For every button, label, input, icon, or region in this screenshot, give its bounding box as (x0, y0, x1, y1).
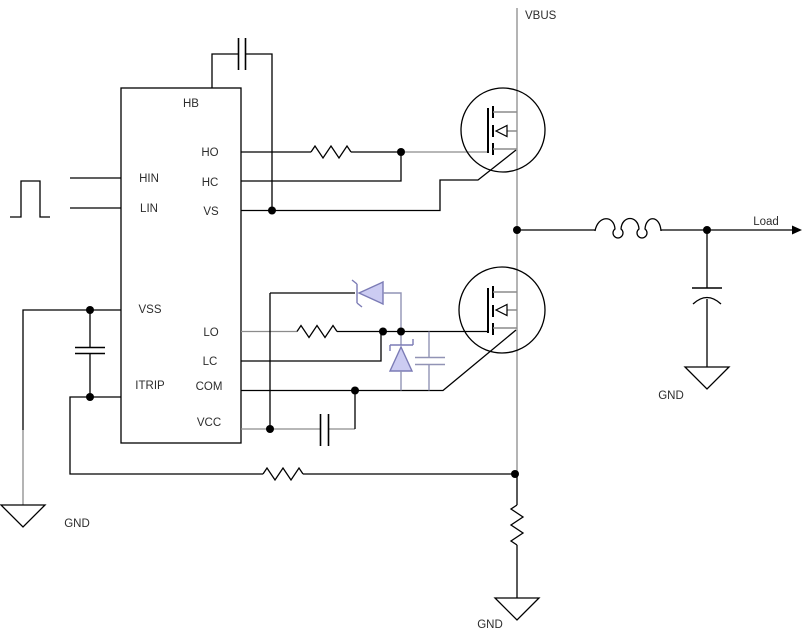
body-diode-arrow-icon (494, 303, 508, 317)
itrip-sense-network (69, 396, 541, 621)
pin-label-lin: LIN (140, 203, 158, 215)
output-inductor (594, 217, 662, 239)
vcc-capacitor (319, 414, 330, 446)
pin-label-itrip: ITRIP (135, 380, 165, 392)
pin-label-lc: LC (203, 356, 218, 368)
ho-gate-resistor (310, 144, 352, 160)
junction-dots (86, 148, 711, 478)
vss-itrip-capacitor (75, 346, 105, 355)
high-side-mosfet (460, 87, 546, 173)
ground-symbol-bottom (493, 597, 541, 621)
ground-symbol-right (683, 366, 731, 390)
pin-label-vss: VSS (138, 304, 161, 316)
vcc-decoupling-network (241, 390, 356, 446)
output-filter-network (517, 217, 802, 390)
vs-wire (241, 149, 517, 212)
gate-source-capacitor (415, 331, 445, 391)
pin-label-hb: HB (183, 98, 199, 110)
gnd-label-bottom: GND (477, 619, 503, 631)
itrip-resistor (262, 466, 304, 482)
pin-label-hin: HIN (139, 173, 159, 185)
pin-label-lo: LO (203, 327, 218, 339)
gate-clamp-zener-horizontal (269, 279, 402, 429)
load-label: Load (753, 216, 779, 228)
hin-lin-input-wires (70, 177, 121, 209)
pin-label-vs: VS (203, 206, 219, 218)
vss-ground-network (0, 309, 121, 528)
pin-label-hc: HC (202, 177, 219, 189)
pin-label-ho: HO (201, 147, 218, 159)
load-arrow-icon (792, 225, 802, 235)
gate-driver-ic (120, 87, 242, 444)
gnd-label-right: GND (658, 390, 684, 402)
bootstrap-capacitor (211, 38, 273, 211)
pin-label-com: COM (196, 381, 223, 393)
com-wire (241, 329, 517, 392)
lo-gate-resistor (296, 324, 338, 339)
ground-symbol-left (0, 504, 47, 528)
pulse-waveform-icon (10, 180, 50, 218)
pin-label-vcc: VCC (197, 417, 221, 429)
shunt-resistor (509, 504, 525, 546)
gnd-label-left: GND (64, 518, 90, 530)
body-diode-arrow-icon (494, 124, 508, 138)
high-side-gate-network (241, 144, 488, 182)
gate-clamp-zener-vertical (388, 331, 414, 391)
vbus-label: VBUS (525, 10, 557, 22)
low-side-gate-network (241, 324, 488, 362)
low-side-mosfet (458, 266, 546, 354)
